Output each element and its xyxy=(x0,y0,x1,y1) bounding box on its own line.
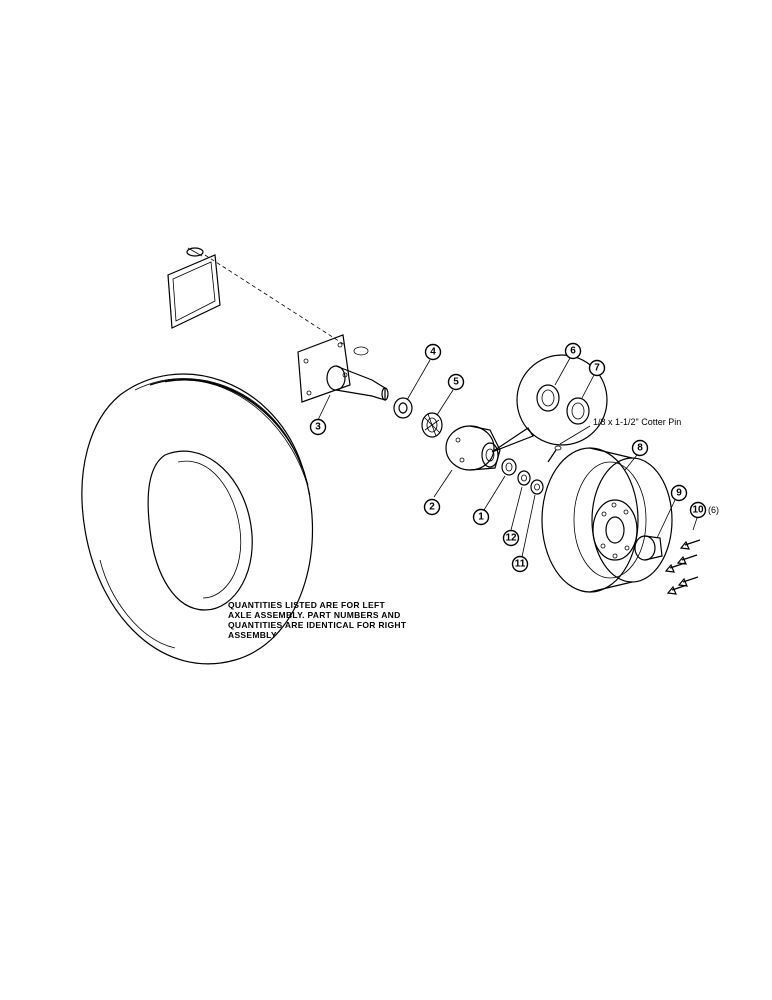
note-line-2: AXLE ASSEMBLY. PART NUMBERS AND xyxy=(228,610,401,620)
gasket-plate xyxy=(167,247,221,329)
callout-10: 10 xyxy=(689,501,707,519)
callout-3: 3 xyxy=(309,418,327,436)
callout-8: 8 xyxy=(631,439,649,457)
callout-5: 5 xyxy=(447,373,465,391)
note-line-1: QUANTITIES LISTED ARE FOR LEFT xyxy=(228,600,385,610)
seal-and-nut-parts xyxy=(501,458,544,495)
leader-8 xyxy=(624,454,638,471)
svg-text:12: 12 xyxy=(505,533,517,544)
svg-text:8: 8 xyxy=(637,443,643,454)
svg-text:9: 9 xyxy=(676,488,682,499)
leader-cotter-pin xyxy=(559,425,591,445)
washer xyxy=(393,397,413,419)
callout-6: 6 xyxy=(564,342,582,360)
alignment-line xyxy=(204,254,346,346)
leader-4 xyxy=(406,359,431,401)
bearing-cup-detail xyxy=(491,354,608,453)
leader-5 xyxy=(436,389,454,416)
leader-1 xyxy=(483,475,506,511)
callout-12: 12 xyxy=(502,529,520,547)
svg-text:11: 11 xyxy=(515,559,526,570)
svg-text:4: 4 xyxy=(430,347,436,358)
leader-7 xyxy=(581,374,595,399)
assembly-note: QUANTITIES LISTED ARE FOR LEFT AXLE ASSE… xyxy=(228,600,428,640)
callout-2: 2 xyxy=(423,498,441,516)
callout-11: 11 xyxy=(511,555,529,573)
svg-text:10: 10 xyxy=(692,505,704,516)
wheel-bolts xyxy=(664,539,701,595)
svg-text:7: 7 xyxy=(594,363,600,374)
svg-text:6: 6 xyxy=(570,346,576,357)
cotter-pin-label: 1/8 x 1-1/2" Cotter Pin xyxy=(593,417,681,427)
callout-9: 9 xyxy=(670,484,688,502)
leader-11 xyxy=(521,494,536,558)
hub-cap xyxy=(634,535,663,561)
svg-text:1: 1 xyxy=(478,512,484,523)
leader-3 xyxy=(317,394,331,421)
callout-4: 4 xyxy=(424,343,442,361)
hub xyxy=(445,425,501,471)
wheel-rim xyxy=(541,447,673,593)
bearing-cone xyxy=(421,412,443,438)
tire xyxy=(81,373,314,665)
spindle-assembly xyxy=(297,334,389,403)
svg-text:2: 2 xyxy=(429,502,435,513)
callout-7: 7 xyxy=(588,359,606,377)
callout-1: 1 xyxy=(472,508,490,526)
quantity-label-10: (6) xyxy=(708,505,719,515)
leader-10 xyxy=(692,517,698,531)
leader-12 xyxy=(510,486,523,531)
leader-6 xyxy=(554,357,571,386)
leader-9 xyxy=(656,499,676,539)
svg-text:3: 3 xyxy=(315,422,321,433)
note-line-3: QUANTITIES ARE IDENTICAL FOR RIGHT xyxy=(228,620,407,630)
leader-2 xyxy=(433,469,453,498)
svg-text:5: 5 xyxy=(453,377,459,388)
note-line-4: ASSEMBLY xyxy=(228,630,277,640)
cotter-pin xyxy=(547,445,562,463)
